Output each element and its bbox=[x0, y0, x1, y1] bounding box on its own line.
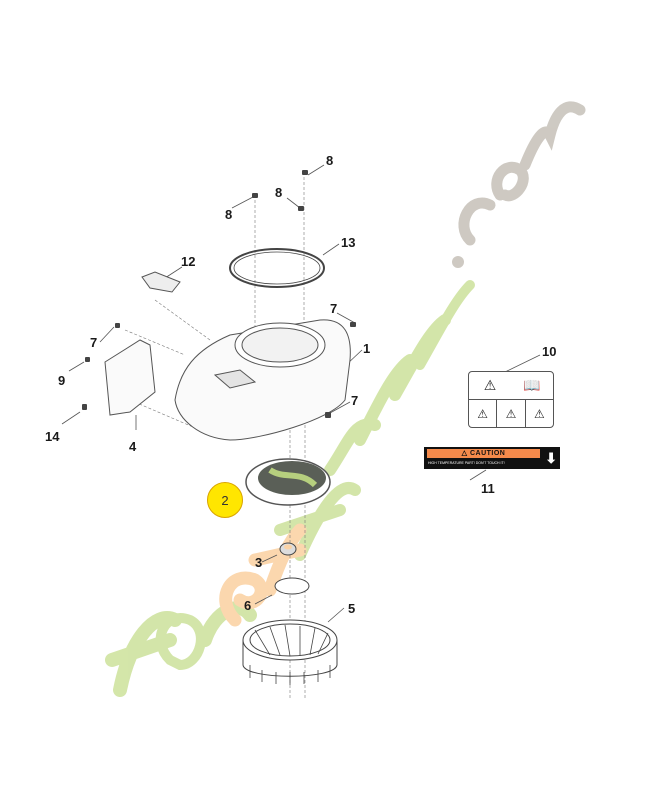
warning-triangle-icon: ⚠ bbox=[483, 377, 497, 393]
callout-part-7[interactable]: 7 bbox=[351, 393, 359, 408]
callout-part-7[interactable]: 7 bbox=[90, 335, 98, 350]
callout-part-1[interactable]: 1 bbox=[363, 341, 371, 356]
warning-triangle-icon: △ bbox=[461, 450, 470, 457]
callout-part-3[interactable]: 3 bbox=[255, 555, 263, 570]
hazard-hand-icon: ⚠ bbox=[469, 400, 498, 427]
callout-part-7[interactable]: 7 bbox=[330, 301, 338, 316]
hazard-debris-icon: ⚠ bbox=[533, 406, 545, 421]
callout-part-12[interactable]: 12 bbox=[181, 254, 196, 269]
callout-part-9[interactable]: 9 bbox=[58, 373, 66, 388]
caution-decal-part-11: △ CAUTION HIGH TEMPERATURE PART! DON'T T… bbox=[424, 447, 560, 469]
callout-part-4[interactable]: 4 bbox=[129, 439, 137, 454]
screw-part-8 bbox=[252, 170, 308, 211]
bracket-part-4 bbox=[104, 339, 156, 416]
caution-title-bar: △ CAUTION bbox=[427, 449, 540, 458]
housing-part-1 bbox=[174, 319, 351, 441]
pad-part-12 bbox=[141, 271, 181, 293]
callout-part-8[interactable]: 8 bbox=[225, 207, 233, 222]
watermark-gray-text bbox=[452, 101, 586, 268]
hazard-blade-icon: ⚠ bbox=[497, 400, 526, 427]
callout-part-6[interactable]: 6 bbox=[244, 598, 252, 613]
nut-part-3 bbox=[279, 542, 297, 556]
washer-part-6 bbox=[274, 577, 310, 595]
caution-subtitle: HIGH TEMPERATURE PART! DON'T TOUCH IT! bbox=[428, 461, 505, 465]
ring-part-13 bbox=[229, 248, 325, 288]
callout-part-10[interactable]: 10 bbox=[542, 344, 557, 359]
screen-part-2 bbox=[245, 458, 331, 506]
callout-part-13[interactable]: 13 bbox=[341, 235, 356, 250]
callout-part-8[interactable]: 8 bbox=[326, 153, 334, 168]
callout-part-14[interactable]: 14 bbox=[45, 429, 60, 444]
callout-part-11[interactable]: 11 bbox=[481, 481, 495, 496]
callout-part-8[interactable]: 8 bbox=[275, 185, 283, 200]
warning-decal-part-10: ⚠ 📖 ⚠ ⚠ ⚠ bbox=[468, 371, 554, 428]
screws-part-7-9-14 bbox=[82, 322, 356, 418]
highlight-badge-label: 2 bbox=[221, 492, 229, 508]
caution-title: CAUTION bbox=[469, 450, 506, 457]
highlight-badge-part-2[interactable]: 2 bbox=[207, 482, 243, 518]
flywheel-part-5 bbox=[242, 619, 338, 685]
down-arrow-icon: ⬇ bbox=[545, 450, 557, 466]
manual-book-icon: 📖 bbox=[523, 377, 541, 393]
leader-lines bbox=[61, 164, 541, 623]
callout-part-5[interactable]: 5 bbox=[348, 601, 356, 616]
